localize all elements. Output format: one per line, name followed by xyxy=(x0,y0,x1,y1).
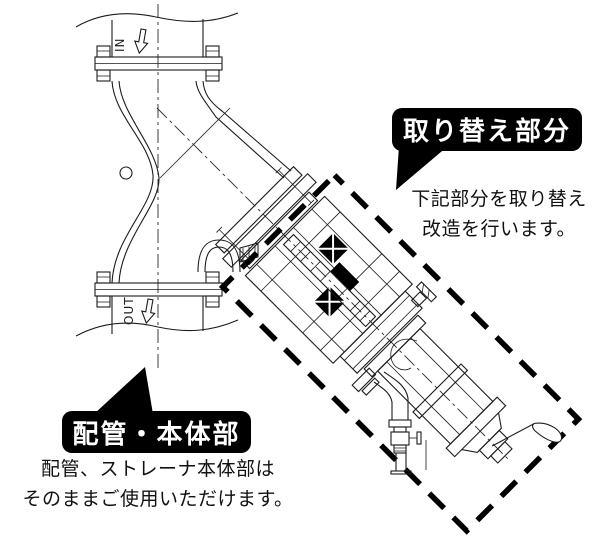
flow-in-label: IN xyxy=(113,37,127,52)
callout-replacement: 取り替え部分 xyxy=(392,108,582,151)
flow-out-marker: OUT xyxy=(122,296,156,325)
strainer-body xyxy=(111,80,292,284)
callout-body-title: 配管・本体部 xyxy=(72,419,241,450)
inlet-pipe xyxy=(75,12,239,82)
callout-replacement-title: 取り替え部分 xyxy=(402,117,571,147)
outlet-pipe xyxy=(75,271,239,337)
caption-replacement-line2: 改造を行います。 xyxy=(421,218,577,240)
caption-replacement-line1: 下記部分を取り替え xyxy=(411,188,587,210)
caption-replacement: 下記部分を取り替え 改造を行います。 xyxy=(398,184,600,244)
flow-out-arrow-icon xyxy=(140,298,156,325)
callout-replacement-tail xyxy=(396,146,448,190)
callout-body: 配管・本体部 xyxy=(62,411,251,453)
caption-body-line1: 配管、ストレーナ本体部は xyxy=(40,458,275,480)
callout-body-tail xyxy=(94,367,153,414)
flow-in-arrow-icon xyxy=(133,28,149,55)
flow-out-label: OUT xyxy=(122,296,136,325)
crank-handle xyxy=(532,422,563,443)
flow-in-marker: IN xyxy=(113,28,149,55)
caption-body-line2: そのままご使用いただけます。 xyxy=(22,488,294,510)
motor-nameplate xyxy=(330,262,360,292)
dashed-highlight-box xyxy=(218,171,583,535)
caption-body: 配管、ストレーナ本体部は そのままご使用いただけます。 xyxy=(22,454,294,514)
drain-valve-assembly xyxy=(373,338,427,475)
branch-centerline xyxy=(156,107,511,462)
